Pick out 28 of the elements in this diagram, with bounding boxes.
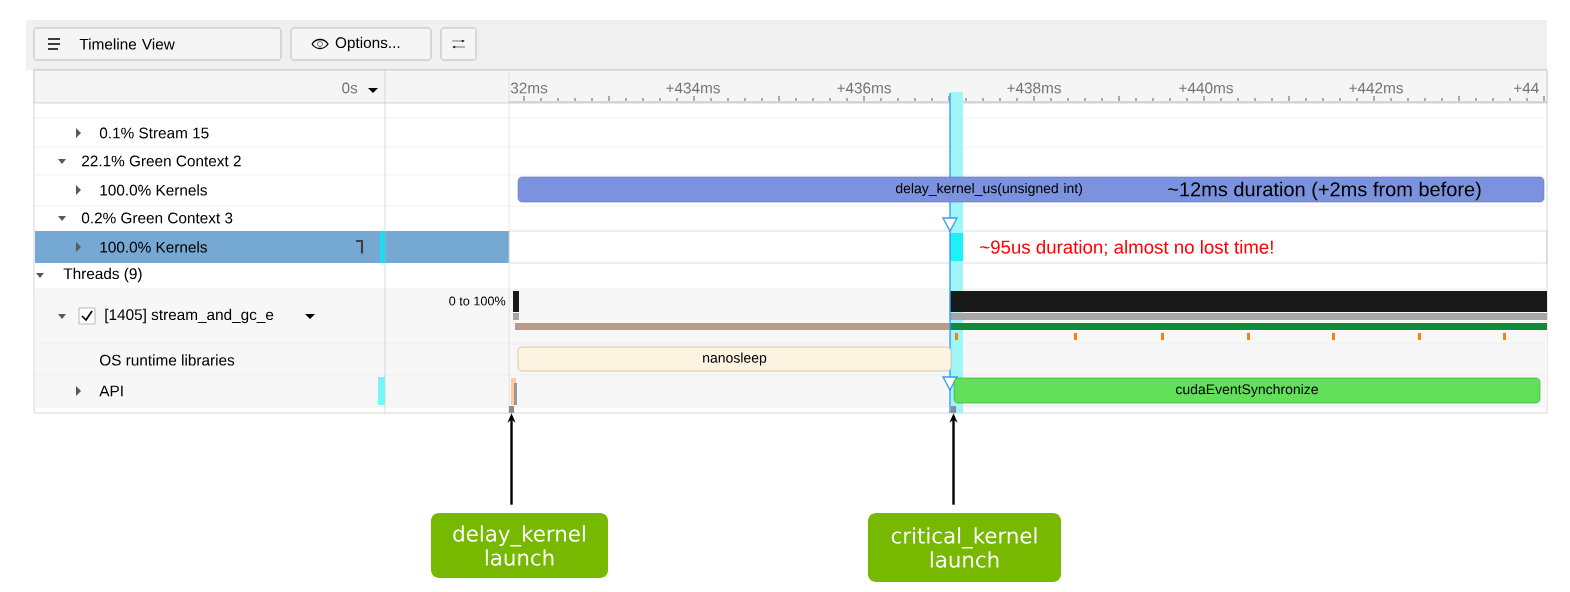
row-label: OS runtime libraries bbox=[100, 354, 235, 366]
column-header: 0s bbox=[342, 82, 358, 94]
time-tick: +436ms bbox=[837, 82, 891, 94]
row-label: 100.0% Kernels bbox=[100, 241, 207, 253]
launch-mark bbox=[951, 406, 957, 413]
row-label: [1405] stream_and_gc_e bbox=[105, 308, 274, 324]
annotation: ~12ms duration (+2ms from before) bbox=[1168, 181, 1481, 201]
callout-box: critical_kernel launch bbox=[868, 512, 1062, 583]
time-tick: +438ms bbox=[1007, 82, 1061, 94]
toolbar-button: Timeline View bbox=[33, 27, 282, 61]
toolbar-button: Options... bbox=[290, 27, 432, 61]
row-label: API bbox=[99, 385, 123, 397]
row-label: 0.2% Green Context 3 bbox=[81, 212, 233, 224]
row-label: 0.1% Stream 15 bbox=[99, 127, 209, 139]
time-tick: +434ms bbox=[666, 82, 720, 94]
function-bar: cudaEventSynchronize bbox=[953, 377, 1541, 404]
time-tick: +44 bbox=[1514, 82, 1539, 94]
launch-mark bbox=[509, 406, 515, 413]
callout-box: delay_kernel launch bbox=[431, 512, 609, 579]
function-bar: nanosleep bbox=[517, 346, 952, 372]
row-label: 100.0% Kernels bbox=[100, 184, 207, 196]
annotation: ~95us duration; almost no lost time! bbox=[980, 240, 1273, 256]
scale-label: 0 to 100% bbox=[449, 296, 506, 306]
row-label: 22.1% Green Context 2 bbox=[82, 155, 241, 167]
row-label: Threads (9) bbox=[63, 267, 142, 283]
time-tick: +442ms bbox=[1349, 82, 1403, 94]
time-tick: +440ms bbox=[1179, 82, 1233, 94]
time-tick: 32ms bbox=[510, 82, 548, 94]
